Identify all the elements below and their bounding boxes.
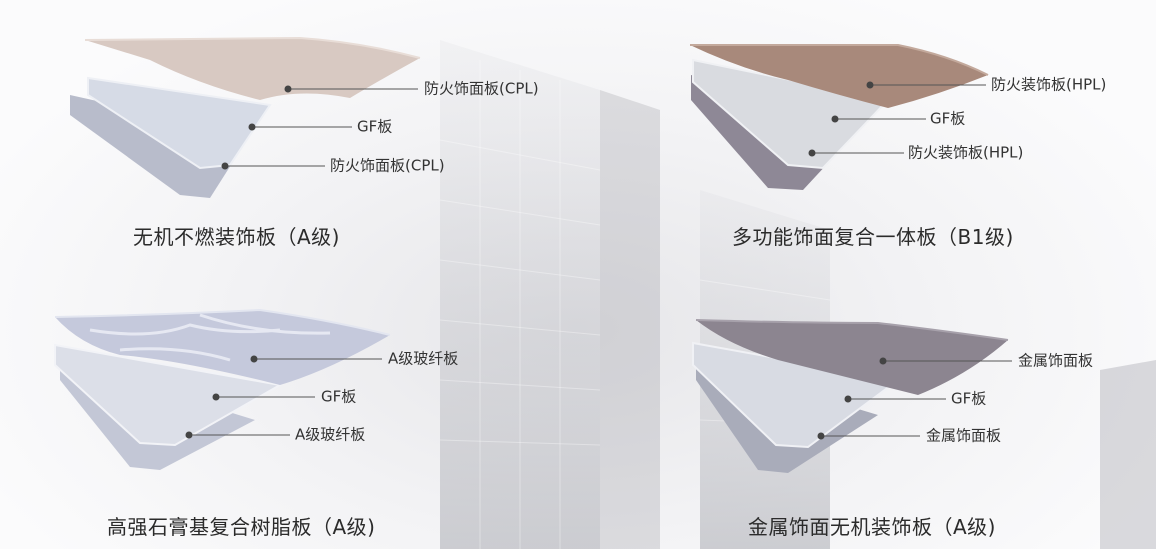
middle-layer (55, 345, 280, 445)
layer-label-bottom: 金属饰面板 (926, 426, 1002, 445)
panel-gypsum-resin-board: A级玻纤板 GF板 A级玻纤板 高强石膏基复合树脂板（A级) (0, 275, 578, 549)
panel-caption: 无机不燃装饰板（A级) (133, 225, 340, 249)
panel-caption: 金属饰面无机装饰板（A级) (748, 515, 996, 539)
panel-metal-board: 金属饰面板 GF板 金属饰面板 金属饰面无机装饰板（A级) (578, 275, 1156, 549)
top-layer (696, 320, 1008, 395)
panel-multifunction-board: 防火装饰板(HPL) GF板 防火装饰板(HPL) 多功能饰面复合一体板（B1级… (578, 0, 1156, 274)
layer-label-top: 防火装饰板(HPL) (991, 75, 1107, 94)
layer-label-bottom: 防火装饰板(HPL) (908, 143, 1024, 162)
panel-inorganic-board: 防火饰面板(CPL) GF板 防火饰面板(CPL) 无机不燃装饰板（A级) (0, 0, 578, 274)
bottom-layer (70, 95, 250, 198)
layer-label-bottom: A级玻纤板 (295, 425, 366, 444)
layer-label-middle: GF板 (951, 389, 987, 408)
layer-stack-illustration (54, 308, 391, 470)
layer-stack-illustration (70, 36, 421, 198)
layer-stack-illustration (690, 44, 989, 190)
layer-label-top: 金属饰面板 (1018, 351, 1094, 370)
top-layer (690, 45, 988, 108)
layer-label-bottom: 防火饰面板(CPL) (330, 156, 445, 175)
layer-label-top: A级玻纤板 (388, 349, 459, 368)
layer-stack-illustration (692, 319, 1012, 473)
layer-label-middle: GF板 (321, 387, 357, 406)
top-layer (55, 310, 390, 385)
middle-layer (88, 78, 270, 168)
layer-label-middle: GF板 (930, 109, 966, 128)
layer-label-top: 防火饰面板(CPL) (424, 79, 539, 98)
panel-caption: 高强石膏基复合树脂板（A级) (107, 515, 376, 539)
middle-layer (693, 60, 888, 168)
middle-layer (693, 343, 898, 447)
top-layer (85, 38, 420, 100)
layer-label-middle: GF板 (357, 117, 393, 136)
panel-caption: 多功能饰面复合一体板（B1级) (732, 225, 1014, 249)
